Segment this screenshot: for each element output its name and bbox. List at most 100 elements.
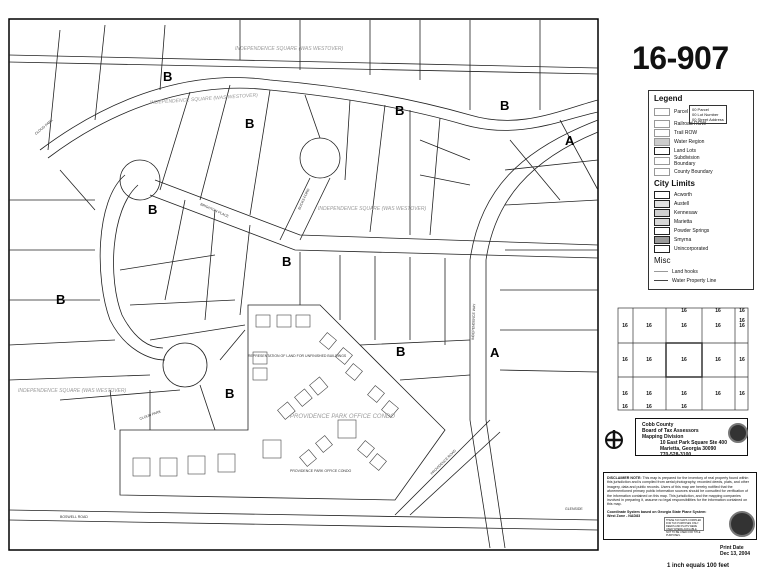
city-swatch [654, 208, 670, 217]
street-label: INDEPENDENCE SQUARE (WAS WESTOVER) [318, 206, 426, 212]
land-lot-label: 16 [622, 323, 628, 329]
zone-label: B [225, 386, 234, 401]
legend-item: Unincorporated [674, 245, 709, 252]
county-seal [728, 423, 748, 443]
office-address: Marietta, Georgia 30090 [660, 446, 717, 452]
water-line [654, 280, 668, 281]
legend-item: Marietta [674, 218, 693, 225]
legend-item: Trail ROW [674, 129, 698, 136]
land-lot-label: 16 [739, 308, 745, 314]
land-lot-label: 16 [622, 404, 628, 410]
street-label: GLENSIDE [565, 507, 583, 511]
legend-item: Water Region [674, 138, 705, 145]
road-edge [8, 509, 599, 521]
street-label: CLOUD PARK [34, 118, 54, 136]
road-edge [8, 54, 599, 69]
disclaimer: DISCLAIMER NOTE: This map is prepared fo… [603, 472, 757, 540]
city-limits-title: City Limits [654, 179, 695, 188]
print-date: Print Date Dec 13, 2004 [720, 545, 750, 557]
land-lot-label: 16 [715, 308, 721, 314]
cul-de-sac [162, 342, 208, 388]
subdivision-swatch [654, 157, 670, 165]
disclaimer-text: This map is prepared for the inventory o… [607, 476, 749, 507]
road-edge [299, 177, 331, 241]
lot-line [159, 84, 471, 236]
zone-label: B [395, 103, 404, 118]
legend-item: Kennesaw [674, 209, 698, 216]
land-lot-label: 16 [646, 357, 652, 363]
land-lot-label: 16 [715, 357, 721, 363]
street-label: INDEPENDENCE WAY [471, 303, 476, 340]
road-edge [8, 61, 599, 75]
street-label: PROVIDENCE PARK OFFICE CONDO [290, 469, 351, 473]
land-lot-label: 16 [715, 391, 721, 397]
lot-line [119, 199, 471, 381]
road-edge [39, 77, 599, 151]
road-edge [154, 179, 599, 246]
legend-key: 00 Parcel 00 Lot Number 00 Street Addres… [689, 105, 727, 124]
land-lot-label: 16 [681, 323, 687, 329]
legend-item: Parcel [674, 109, 689, 115]
office-line: Board of Tax Assessors [642, 428, 699, 434]
water-swatch [654, 137, 670, 146]
street-label: INDEPENDENCE SQUARE (WAS WESTOVER) [150, 92, 259, 106]
city-swatch [654, 199, 670, 208]
coordinate-system: Coordinate System based on Georgia State… [607, 509, 707, 514]
lot-line [8, 169, 246, 431]
land-lot-label: 16 [739, 357, 745, 363]
city-swatch [654, 235, 670, 244]
cul-de-sac [299, 137, 341, 179]
condo-label: PROVIDENCE PARK OFFICE CONDO [290, 414, 395, 420]
office-contact: Cobb County Board of Tax Assessors Mappi… [635, 418, 748, 458]
city-swatch [654, 226, 670, 235]
land-lot-swatch [654, 146, 670, 155]
office-line: Cobb County [642, 422, 674, 428]
road-edge [8, 519, 599, 531]
street-label: REPRESENTATION OF LAND FOR UNFINISHED BU… [248, 354, 347, 358]
legend-item: Powder Springs [674, 227, 710, 234]
misc-title: Misc [654, 256, 671, 265]
legend-item: Smyrna [674, 236, 692, 243]
legend-title: Legend [654, 94, 683, 103]
land-lot-label: 16 [739, 391, 745, 397]
legend-item: Austell [674, 200, 690, 207]
tax-map[interactable]: B B B B B B B B B A A INDEPENDENCE SQUAR… [0, 0, 600, 588]
road-edge [279, 177, 311, 241]
land-lot-label: 16 [681, 308, 687, 314]
trail-swatch [654, 128, 670, 137]
road-edge [47, 87, 599, 159]
land-lot-label: 16 [739, 323, 745, 329]
road-edge [469, 119, 599, 549]
key-item: 00 Parcel [692, 107, 709, 112]
land-lot-label: 16 [622, 391, 628, 397]
city-swatch [654, 190, 670, 199]
lot-line [499, 119, 599, 373]
street-label: CLOUD PARK [139, 409, 162, 421]
zone-label: B [282, 254, 291, 269]
city-swatch [654, 244, 670, 253]
land-lot-label: 16 [646, 391, 652, 397]
land-lot-label: 16 [622, 357, 628, 363]
legend-item: County Boundary [674, 168, 713, 175]
zone-label: A [565, 133, 575, 148]
legend-item: Subdivision Boundary [674, 155, 700, 167]
print-date-label: Print Date [720, 545, 744, 551]
county-swatch [654, 167, 670, 176]
city-swatch [654, 217, 670, 226]
office-phone: 770-528-3100 [660, 452, 692, 458]
road-edge [99, 174, 166, 361]
state-seal [729, 511, 755, 537]
land-lot-label: 16 [681, 357, 687, 363]
road-edge [485, 131, 599, 549]
print-date-value: Dec 13, 2004 [720, 551, 751, 557]
street-label: INDEPENDENCE SQUARE (WAS WESTOVER) [235, 46, 343, 52]
street-label: PROVIDENCE ROAD [430, 448, 457, 475]
land-lot-label: 16 [646, 323, 652, 329]
office-address: 10 East Park Square Ste 400 [660, 440, 727, 446]
road-edge [149, 194, 599, 259]
road-edge [409, 431, 501, 516]
legend-item: Water Property Line [672, 277, 717, 284]
road-edge [394, 419, 491, 516]
office-line: Mapping Division [642, 434, 684, 440]
cul-de-sac [119, 159, 161, 201]
